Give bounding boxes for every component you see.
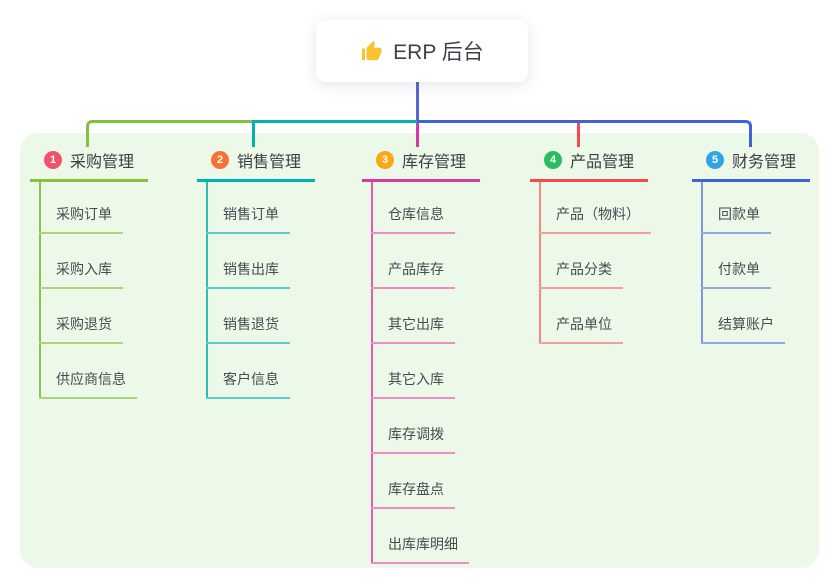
child-node[interactable]: 供应商信息 [39, 369, 137, 399]
connector-root-stem [416, 82, 419, 122]
child-node[interactable]: 其它出库 [371, 314, 455, 344]
child-node[interactable]: 回款单 [701, 204, 771, 234]
branch-badge: 1 [44, 151, 62, 169]
root-node-label: ERP 后台 [393, 41, 484, 64]
connector-riser-branch4 [577, 123, 580, 147]
child-node[interactable]: 销售出库 [206, 259, 290, 289]
branch-badge: 5 [706, 151, 724, 169]
branch-node-product[interactable]: 4 产品管理 [530, 148, 648, 182]
branch-badge: 3 [376, 151, 394, 169]
child-node[interactable]: 客户信息 [206, 369, 290, 399]
branch-node-sales[interactable]: 2 销售管理 [197, 148, 315, 182]
child-node[interactable]: 产品（物料） [539, 204, 651, 234]
child-node[interactable]: 库存盘点 [371, 479, 455, 509]
root-node[interactable]: ERP 后台 [316, 20, 528, 82]
connector-riser-branch3 [416, 123, 419, 147]
branch-node-finance[interactable]: 5 财务管理 [692, 148, 810, 182]
branch-child-connector [206, 179, 208, 399]
branch-child-connector [371, 179, 373, 564]
thumbs-up-icon [362, 40, 382, 60]
child-node[interactable]: 销售订单 [206, 204, 290, 234]
branch-node-inventory[interactable]: 3 库存管理 [362, 148, 480, 182]
child-node[interactable]: 采购入库 [39, 259, 123, 289]
branch-child-connector [39, 179, 41, 399]
child-node[interactable]: 采购退货 [39, 314, 123, 344]
child-node[interactable]: 库存调拨 [371, 424, 455, 454]
branch-label: 采购管理 [70, 154, 135, 171]
child-node[interactable]: 付款单 [701, 259, 771, 289]
branch-label: 销售管理 [237, 154, 302, 171]
branch-label: 产品管理 [570, 154, 635, 171]
child-node[interactable]: 仓库信息 [371, 204, 455, 234]
branch-node-purchase[interactable]: 1 采购管理 [30, 148, 148, 182]
child-node[interactable]: 其它入库 [371, 369, 455, 399]
branch-child-connector [701, 179, 703, 344]
branch-badge: 2 [211, 151, 229, 169]
child-node[interactable]: 销售退货 [206, 314, 290, 344]
child-node[interactable]: 产品库存 [371, 259, 455, 289]
connector-bus-left [86, 120, 255, 147]
branch-label: 财务管理 [732, 154, 797, 171]
branch-child-connector [539, 179, 541, 344]
mindmap-panel [20, 133, 819, 568]
branch-label: 库存管理 [402, 154, 467, 171]
child-node[interactable]: 产品分类 [539, 259, 623, 289]
connector-bus-right [417, 120, 752, 147]
child-node[interactable]: 采购订单 [39, 204, 123, 234]
branch-badge: 4 [544, 151, 562, 169]
connector-riser-branch2 [252, 120, 255, 147]
child-node[interactable]: 结算账户 [701, 314, 785, 344]
connector-bus-mid [253, 120, 419, 123]
child-node[interactable]: 出库库明细 [371, 534, 469, 564]
child-node[interactable]: 产品单位 [539, 314, 623, 344]
